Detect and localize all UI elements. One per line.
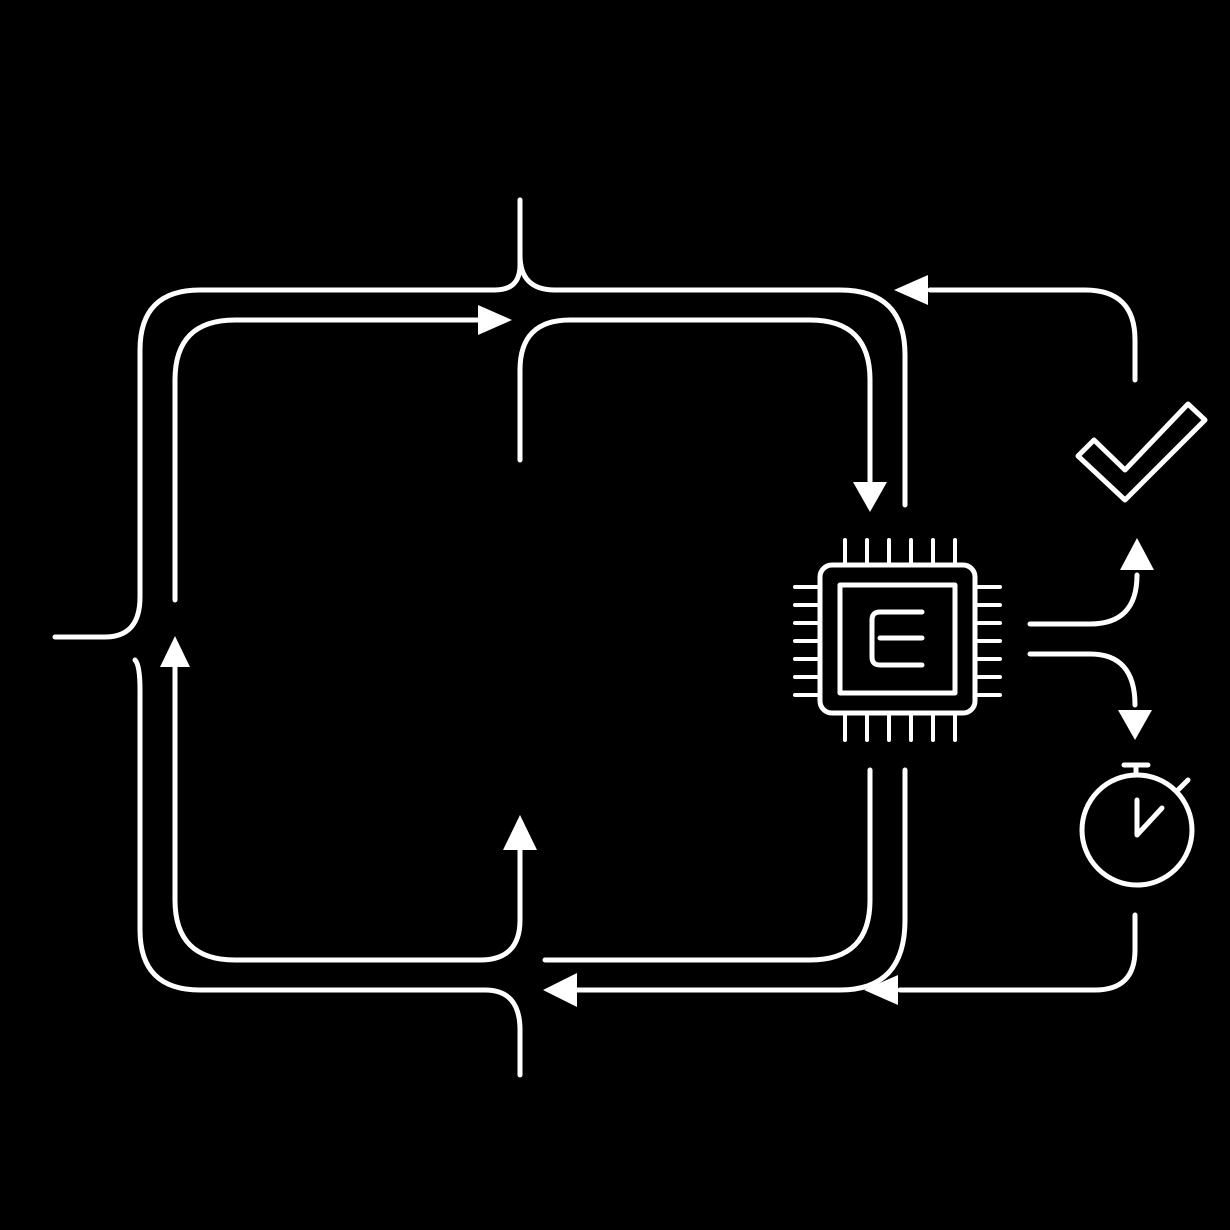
arrowheads (160, 275, 1154, 1007)
stopwatch-hand (1134, 797, 1165, 838)
checkmark-icon (1075, 401, 1208, 503)
arrow-left-bottom-inner (543, 973, 577, 1007)
chip-outputs (1027, 572, 1140, 708)
microchip-icon (793, 538, 1002, 742)
outer-loop-top-right-path (517, 197, 908, 508)
stopwatch-crown (1121, 762, 1151, 778)
arrow-left-from-timer (864, 975, 898, 1005)
arrow-down-to-timer (1118, 710, 1152, 740)
stopwatch-icon (1079, 762, 1195, 888)
wire-chip-to-check (1027, 572, 1140, 627)
arrow-down-into-chip (853, 482, 887, 512)
outer-loop (52, 197, 908, 1078)
inner-loop-bottom-right-path (542, 767, 873, 963)
outer-loop-top-left-path (52, 197, 523, 640)
inner-loop-bottom-left-path (172, 662, 523, 963)
inner-loop-top-right-path (517, 317, 873, 485)
wire-check-back-to-loop (927, 287, 1138, 383)
outer-loop-bottom-left-path (132, 657, 523, 1078)
chip-logo (869, 609, 925, 668)
wire-timer-back-to-loop (897, 912, 1138, 993)
stopwatch-button (1175, 777, 1191, 793)
arrow-up-center-bottom (503, 815, 537, 850)
inner-loop (172, 317, 873, 963)
arrow-up-to-check (1120, 538, 1154, 570)
wire-chip-to-timer (1027, 651, 1138, 708)
checkmark-outline (1075, 401, 1208, 503)
arrow-right-top (478, 305, 512, 335)
chip-pins (793, 538, 1002, 742)
arrow-left-from-check (894, 275, 928, 305)
inner-loop-top-left-path (172, 317, 483, 603)
arrow-up-left-side (160, 636, 190, 667)
chip-body (817, 562, 978, 716)
outer-loop-bottom-right-path (567, 767, 908, 993)
chip-die (837, 582, 958, 696)
